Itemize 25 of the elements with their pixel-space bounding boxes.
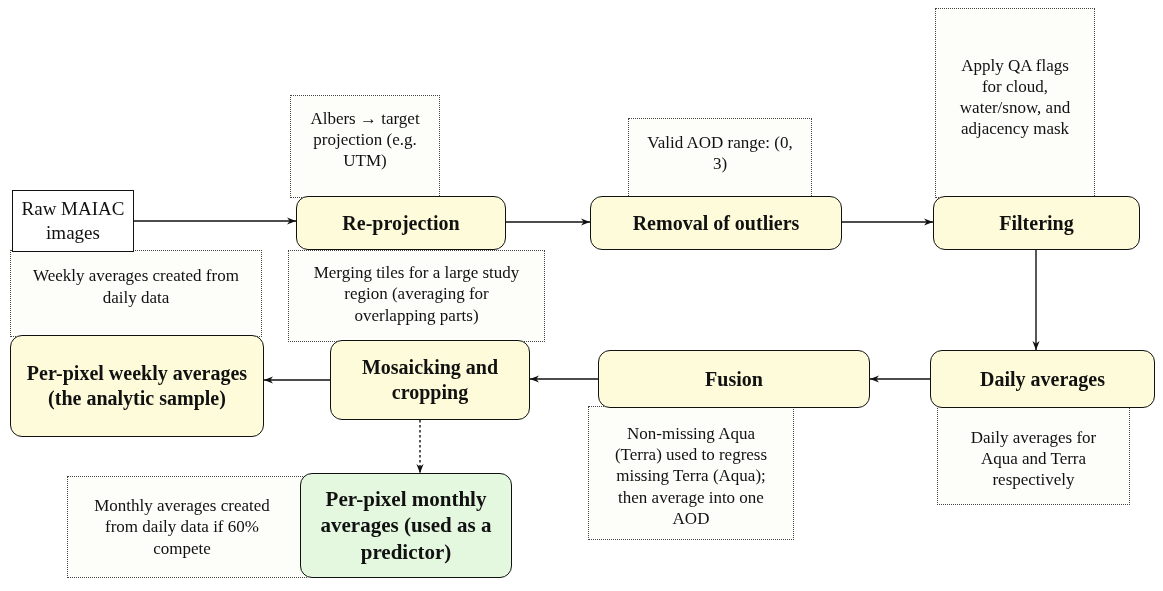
process-box: Removal of outliers bbox=[590, 196, 842, 250]
result-box: Per-pixel monthly averages (used as a predictor) bbox=[300, 473, 512, 578]
process-box: Fusion bbox=[598, 350, 870, 408]
process-box: Mosaicking and cropping bbox=[330, 340, 530, 420]
arrow bbox=[529, 375, 599, 383]
process-box: Per-pixel weekly averages (the analytic sample) bbox=[10, 335, 264, 437]
arrow bbox=[133, 217, 297, 225]
note-box: Daily averages for Aqua and Terra respectively bbox=[937, 406, 1130, 505]
process-box: Re-projection bbox=[296, 196, 506, 250]
arrow bbox=[841, 218, 934, 226]
note-box: Monthly averages created from daily data if 60% compete bbox=[67, 476, 307, 578]
arrow bbox=[263, 376, 331, 384]
process-box: Daily averages bbox=[930, 350, 1155, 408]
note-box: Non-missing Aqua (Terra) used to regress missing Terra (Aqua); then average into one AOD bbox=[588, 406, 794, 540]
arrow bbox=[416, 419, 424, 474]
note-box: Apply QA flags for cloud, water/snow, and adjacency mask bbox=[935, 8, 1095, 198]
note-box: Weekly averages created from daily data bbox=[10, 250, 262, 337]
note-box: Merging tiles for a large study region (averaging for overlapping parts) bbox=[288, 250, 545, 342]
note-box: Valid AOD range: (0, 3) bbox=[628, 118, 812, 198]
process-box: Filtering bbox=[933, 196, 1140, 250]
arrow bbox=[1032, 249, 1040, 351]
note-box: Albers → target projection (e.g. UTM) bbox=[290, 95, 440, 198]
input-box: Raw MAIAC images bbox=[12, 190, 134, 252]
arrow bbox=[869, 375, 931, 383]
arrow bbox=[505, 218, 591, 226]
